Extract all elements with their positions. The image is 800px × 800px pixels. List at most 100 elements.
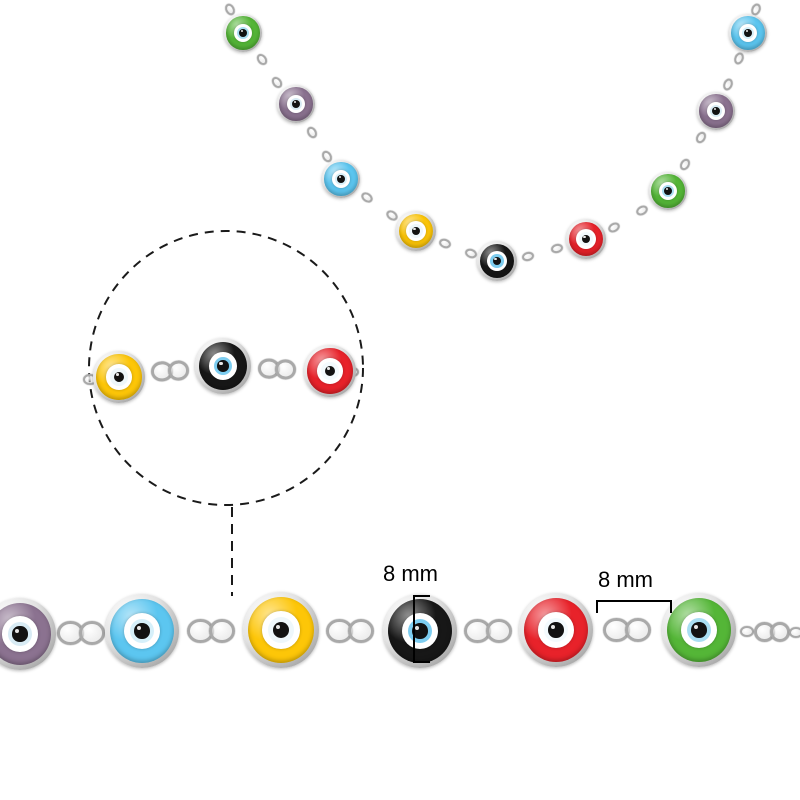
bead-enamel bbox=[523, 597, 589, 663]
bead-white-ring bbox=[331, 169, 351, 189]
bead-iris bbox=[661, 184, 675, 198]
bead-white-ring bbox=[706, 101, 726, 121]
link-length-measurement-label: 8 mm bbox=[598, 567, 653, 592]
bead-enamel bbox=[324, 162, 358, 196]
purple-evil-eye-bead bbox=[0, 598, 56, 670]
bead-pupil bbox=[712, 107, 720, 115]
black-evil-eye-bead bbox=[383, 594, 457, 668]
bead-white-ring bbox=[680, 611, 718, 649]
black-evil-eye-bead bbox=[477, 241, 517, 281]
bead-diameter-measurement-bracket bbox=[413, 595, 430, 663]
bead-enamel bbox=[279, 87, 313, 121]
bead-diameter-measurement-label: 8 mm bbox=[383, 561, 438, 586]
chain-link bbox=[464, 619, 512, 643]
chain-link bbox=[754, 622, 790, 642]
black-evil-eye-bead bbox=[195, 338, 251, 394]
chain-ring bbox=[347, 619, 374, 643]
bead-pupil bbox=[12, 626, 28, 642]
bead-white-ring bbox=[487, 251, 507, 271]
bead-pupil bbox=[134, 623, 150, 639]
bead-iris bbox=[268, 617, 294, 643]
bead-pupil bbox=[691, 622, 707, 638]
chain-ring bbox=[624, 618, 651, 642]
bead-iris bbox=[490, 254, 504, 268]
bead-white-ring bbox=[209, 352, 237, 380]
bead-enamel bbox=[247, 596, 315, 664]
bead-enamel bbox=[198, 341, 248, 391]
bead-iris bbox=[236, 26, 250, 40]
bead-pupil bbox=[412, 623, 428, 639]
bead-pupil bbox=[581, 234, 591, 244]
zoom-circle-outline bbox=[88, 230, 364, 506]
bead-pupil bbox=[337, 175, 345, 183]
bead-enamel bbox=[0, 602, 52, 666]
chain-ring bbox=[789, 626, 800, 638]
bead-iris bbox=[709, 104, 723, 118]
bead-pupil bbox=[492, 256, 502, 266]
bead-enamel bbox=[387, 598, 453, 664]
chain-link bbox=[740, 625, 754, 637]
bead-pupil bbox=[239, 29, 247, 37]
bead-iris bbox=[213, 356, 233, 376]
bead-iris bbox=[741, 26, 755, 40]
bead-iris bbox=[579, 232, 593, 246]
bead-enamel bbox=[226, 16, 260, 50]
chain-link bbox=[603, 618, 651, 642]
bead-iris bbox=[409, 224, 423, 238]
green-evil-eye-bead bbox=[224, 14, 262, 52]
bead-white-ring bbox=[738, 23, 758, 43]
red-evil-eye-bead bbox=[566, 219, 606, 259]
red-evil-eye-bead bbox=[519, 593, 593, 667]
chain-link bbox=[326, 619, 374, 643]
chain-ring bbox=[769, 622, 790, 642]
bead-enamel bbox=[731, 16, 765, 50]
bead-pupil bbox=[664, 187, 672, 195]
bead-enamel bbox=[398, 213, 434, 249]
chain-ring bbox=[740, 625, 754, 637]
bead-enamel bbox=[307, 348, 353, 394]
bead-pupil bbox=[273, 622, 289, 638]
bead-enamel bbox=[651, 174, 685, 208]
link-length-measurement-bracket bbox=[596, 600, 672, 613]
bead-iris bbox=[686, 617, 712, 643]
bead-iris bbox=[289, 97, 303, 111]
chain-ring bbox=[187, 619, 214, 643]
bead-white-ring bbox=[106, 364, 132, 390]
bead-pupil bbox=[548, 622, 564, 638]
bead-enamel bbox=[568, 221, 604, 257]
bead-enamel bbox=[96, 354, 142, 400]
bead-pupil bbox=[411, 226, 421, 236]
bead-iris bbox=[543, 617, 569, 643]
bead-white-ring bbox=[262, 611, 300, 649]
red-evil-eye-bead bbox=[304, 345, 356, 397]
yellow-evil-eye-bead bbox=[243, 592, 319, 668]
bead-iris bbox=[321, 362, 339, 380]
bead-pupil bbox=[113, 371, 125, 383]
bead-enamel bbox=[109, 598, 175, 664]
bead-white-ring bbox=[658, 181, 678, 201]
bead-enamel bbox=[699, 94, 733, 128]
yellow-evil-eye-bead bbox=[396, 211, 436, 251]
purple-evil-eye-bead bbox=[697, 92, 735, 130]
bead-white-ring bbox=[576, 229, 596, 249]
lightblue-evil-eye-bead bbox=[105, 594, 179, 668]
bead-enamel bbox=[479, 243, 515, 279]
chain-link bbox=[57, 621, 105, 645]
chain-ring bbox=[78, 621, 105, 645]
chain-link bbox=[789, 626, 800, 638]
bead-pupil bbox=[324, 365, 336, 377]
bead-white-ring bbox=[123, 612, 161, 650]
bead-white-ring bbox=[537, 611, 575, 649]
bead-pupil bbox=[292, 100, 300, 108]
yellow-evil-eye-bead bbox=[93, 351, 145, 403]
bead-white-ring bbox=[317, 358, 343, 384]
purple-evil-eye-bead bbox=[277, 85, 315, 123]
green-evil-eye-bead bbox=[662, 593, 736, 667]
bead-iris bbox=[110, 368, 128, 386]
